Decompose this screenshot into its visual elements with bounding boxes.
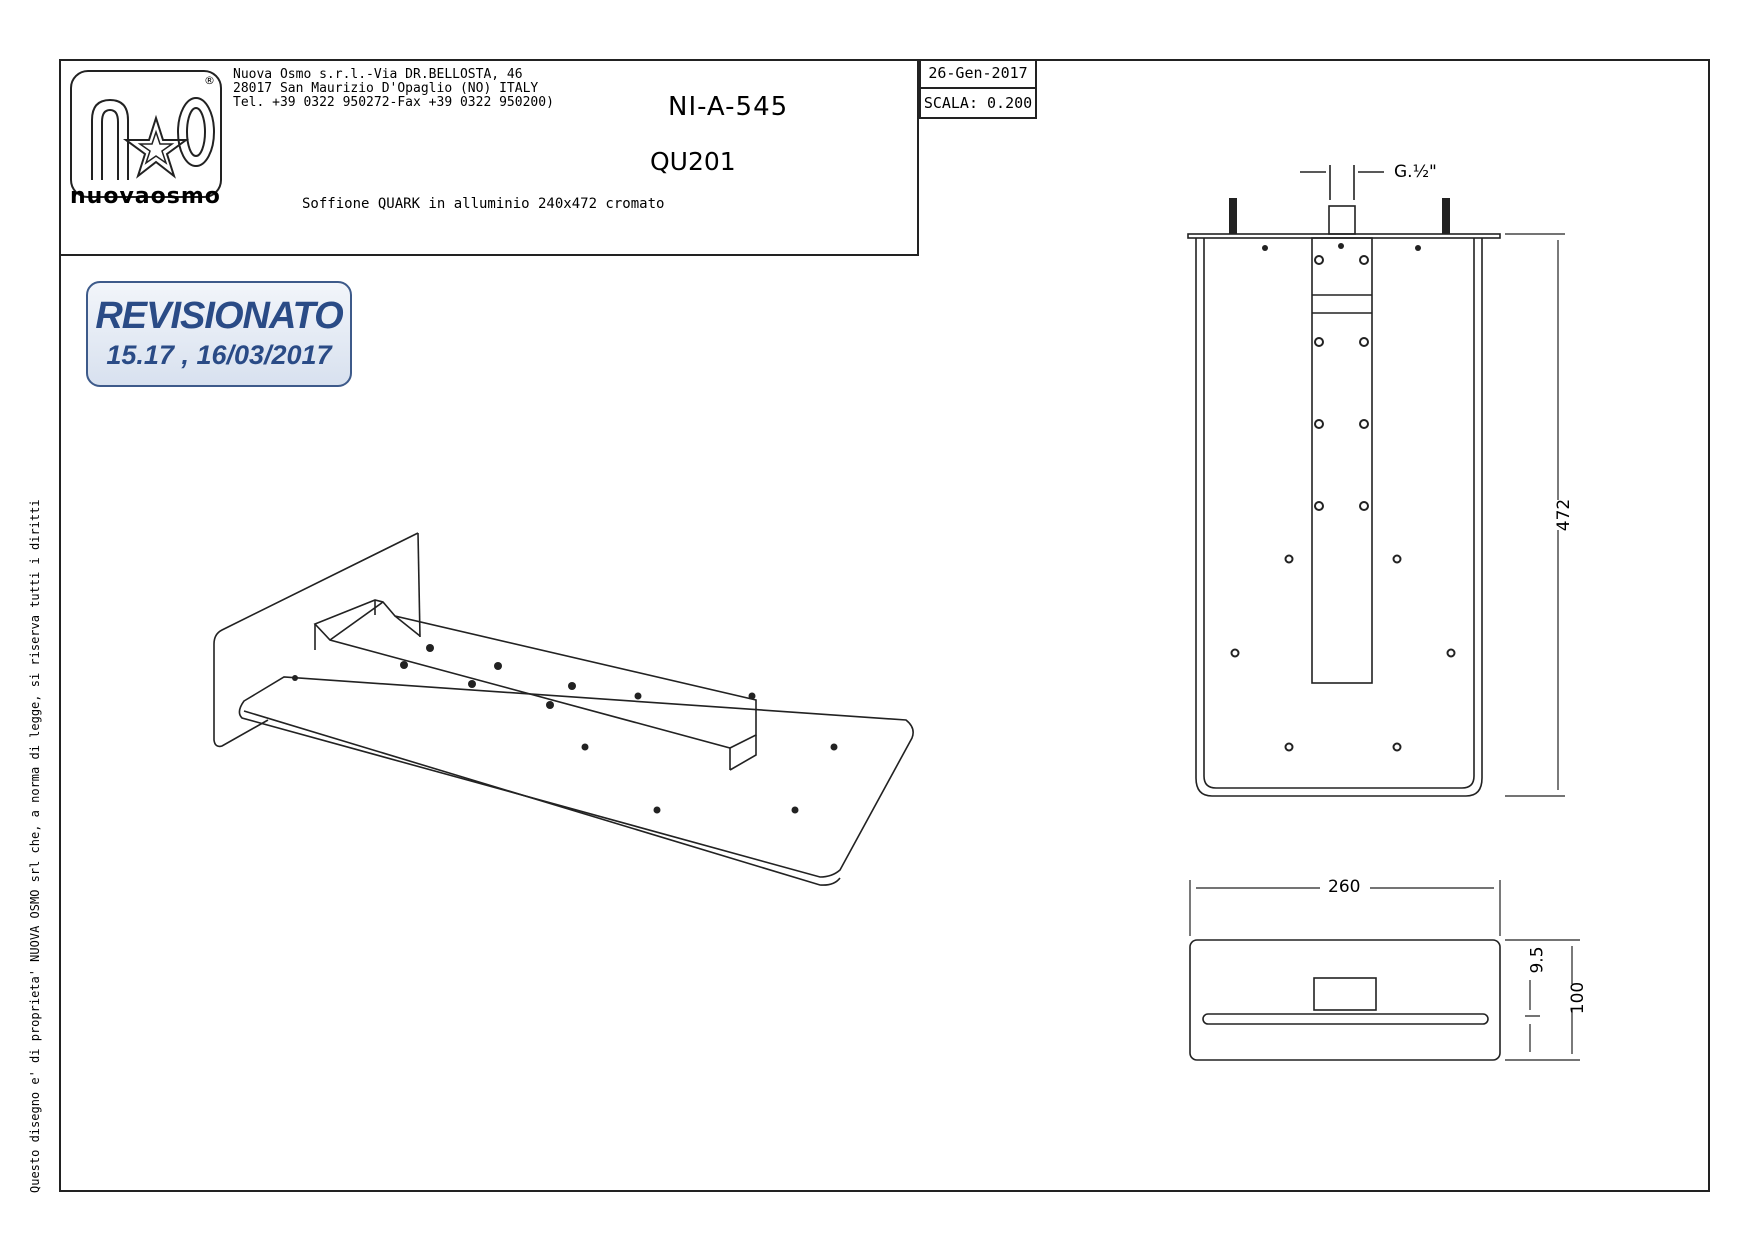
revision-detail: 15.17 , 16/03/2017 — [106, 340, 332, 370]
logo-wordmark: nuovaosmo — [70, 184, 221, 209]
drawing-scale: SCALA: 0.200 — [923, 94, 1033, 112]
top-view — [1187, 165, 1565, 797]
address-line-3: Tel. +39 0322 950272-Fax +39 0322 950200… — [233, 95, 554, 110]
product-code: QU201 — [650, 147, 736, 176]
company-address: Nuova Osmo s.r.l.-Via DR.BELLOSTA, 46 28… — [233, 68, 554, 110]
revision-stamp: REVISIONATO 15.17 , 16/03/2017 — [86, 281, 352, 387]
logo-n-star-o-icon — [91, 97, 215, 180]
address-line-1: Nuova Osmo s.r.l.-Via DR.BELLOSTA, 46 — [233, 67, 523, 82]
title-block — [59, 59, 919, 256]
thread-dimension: G.½" — [1394, 162, 1437, 182]
width-dimension: 260 — [1328, 877, 1361, 897]
isometric-view — [213, 532, 914, 886]
product-description: Soffione QUARK in alluminio 240x472 crom… — [302, 196, 665, 212]
date-scale-box: 26-Gen-2017 SCALA: 0.200 — [919, 59, 1037, 119]
depth-dimension: 100 — [1568, 981, 1589, 1015]
front-view — [1189, 880, 1580, 1061]
drawing-date: 26-Gen-2017 — [921, 59, 1035, 89]
revision-label: REVISIONATO — [95, 295, 343, 337]
drawing-number: NI-A-545 — [668, 92, 789, 122]
drawing-frame — [59, 59, 1710, 1192]
logo-mark — [70, 70, 222, 198]
registered-mark: ® — [204, 74, 215, 87]
thickness-dimension: 9.5 — [1527, 946, 1548, 974]
height-dimension: 472 — [1554, 498, 1575, 532]
address-line-2: 28017 San Maurizio D'Opaglio (NO) ITALY — [233, 81, 539, 96]
